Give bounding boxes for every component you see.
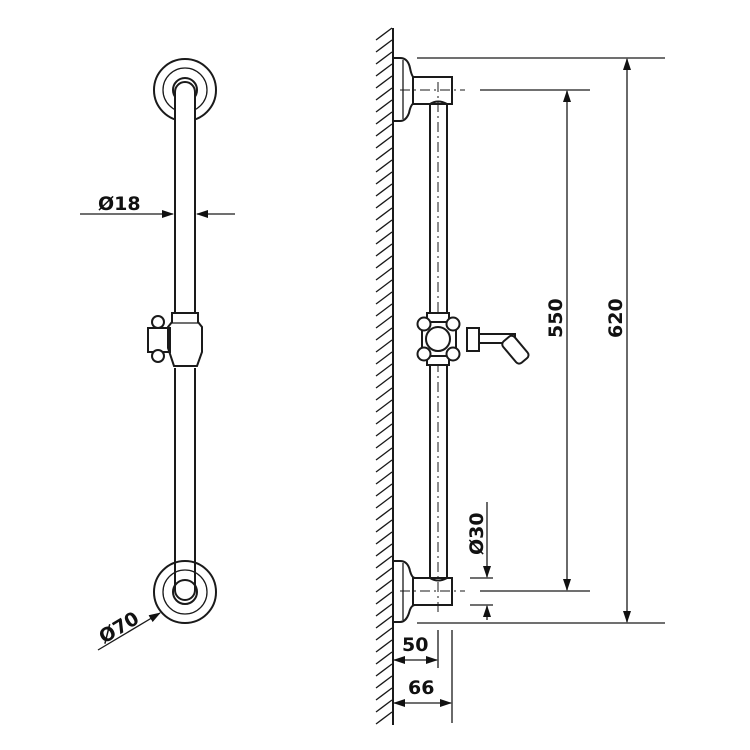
dim-rosette-diameter: Ø70 bbox=[95, 607, 161, 651]
dim-overall-length: 620 bbox=[605, 58, 631, 623]
label-rosette-diameter: Ø70 bbox=[95, 607, 143, 648]
side-slider bbox=[416, 312, 530, 366]
dim-total-depth: 66 bbox=[393, 630, 453, 723]
label-bar-offset: 50 bbox=[402, 634, 428, 656]
label-center-distance: 550 bbox=[545, 298, 567, 338]
label-slider-diameter: Ø30 bbox=[466, 512, 488, 555]
dim-bar-diameter: Ø18 bbox=[80, 193, 235, 218]
dim-center-distance: 550 bbox=[545, 90, 571, 591]
label-bar-diameter: Ø18 bbox=[98, 193, 141, 215]
label-overall-length: 620 bbox=[605, 298, 627, 338]
dim-slider-diameter: Ø30 bbox=[466, 502, 493, 620]
front-view: Ø18 Ø70 bbox=[80, 58, 235, 651]
slider bbox=[147, 312, 203, 367]
bottom-rosette bbox=[153, 560, 217, 624]
label-total-depth: 66 bbox=[408, 677, 434, 699]
dim-bar-offset: 50 bbox=[393, 630, 439, 668]
side-view: 550 620 Ø30 50 66 bbox=[375, 27, 665, 725]
wall-hatch bbox=[375, 27, 394, 725]
